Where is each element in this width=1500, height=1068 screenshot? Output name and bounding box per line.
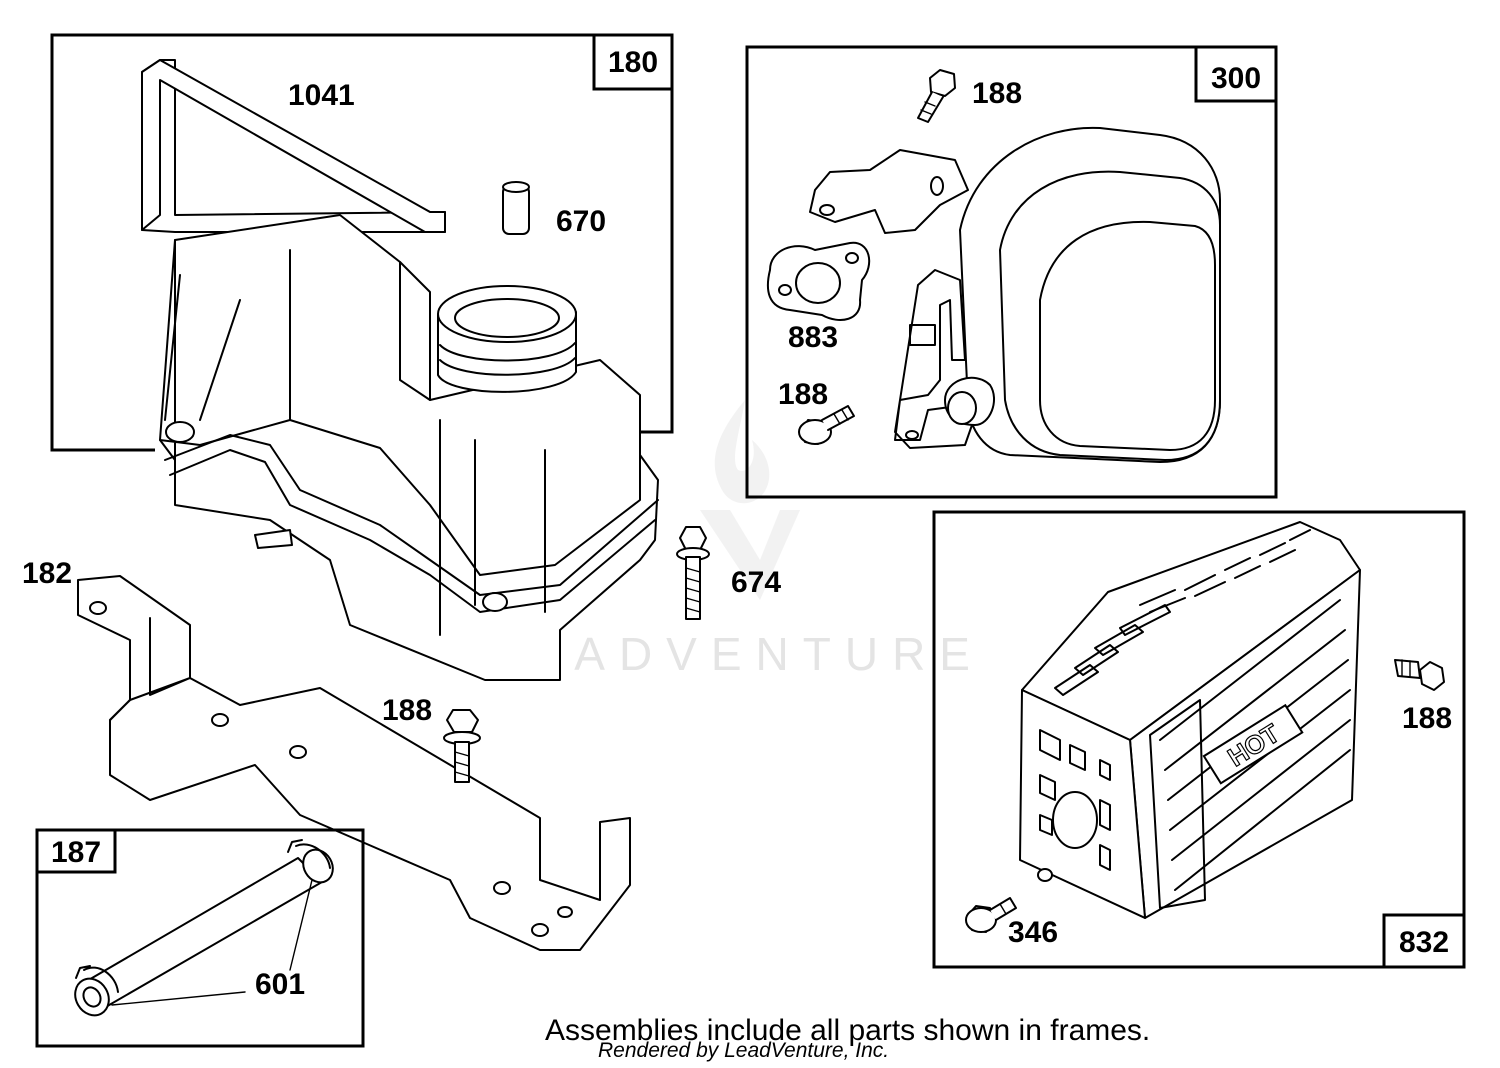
guard-screw-right[interactable] — [1394, 659, 1445, 691]
bushing[interactable] — [502, 181, 530, 235]
fuel-tank-frame[interactable]: 180 — [50, 33, 674, 452]
part-label-188-guard: 188 — [1402, 702, 1452, 735]
tank-bracket[interactable] — [77, 575, 631, 951]
tank-strap[interactable] — [141, 59, 446, 233]
part-label-674: 674 — [731, 566, 781, 599]
frame-label-180: 180 — [608, 46, 658, 79]
muffler-screw-bottom[interactable] — [798, 405, 855, 445]
credit: Rendered by LeadVenture, Inc. — [598, 1039, 889, 1062]
bracket-screw[interactable] — [443, 709, 481, 783]
guard-screw-bottom[interactable] — [965, 897, 1017, 933]
fuel-hose[interactable] — [69, 844, 339, 1021]
part-label-346: 346 — [1008, 916, 1058, 949]
muffler-gasket[interactable] — [766, 241, 871, 321]
part-label-182: 182 — [22, 557, 72, 590]
fuel-line-frame[interactable]: 187 — [35, 828, 365, 1048]
muffler-guard-frame[interactable]: 832 — [932, 510, 1466, 969]
frame-label-832: 832 — [1399, 926, 1449, 959]
caption: Assemblies include all parts shown in fr… — [545, 1014, 1150, 1047]
muffler-frame[interactable]: 300 — [745, 45, 1278, 499]
frame-label-187: 187 — [51, 836, 101, 869]
muffler-guard[interactable]: HOT — [1019, 521, 1361, 919]
flange-screw[interactable] — [676, 526, 710, 620]
watermark-text: LEADVENTURE — [490, 628, 984, 680]
part-label-1041: 1041 — [288, 79, 355, 112]
fuel-tank[interactable] — [159, 214, 659, 681]
frame-label-300: 300 — [1211, 62, 1261, 95]
muffler[interactable] — [809, 126, 1221, 463]
part-label-188-bracket: 188 — [382, 694, 432, 727]
part-label-670: 670 — [556, 205, 606, 238]
hose-clamps[interactable] — [75, 839, 331, 1006]
part-label-188-muffler-top: 188 — [972, 77, 1022, 110]
part-label-188-muffler-bottom: 188 — [778, 378, 828, 411]
part-label-883: 883 — [788, 321, 838, 354]
watermark-logo — [700, 400, 800, 600]
part-label-601: 601 — [255, 968, 305, 1001]
muffler-screw-top[interactable] — [917, 69, 956, 123]
